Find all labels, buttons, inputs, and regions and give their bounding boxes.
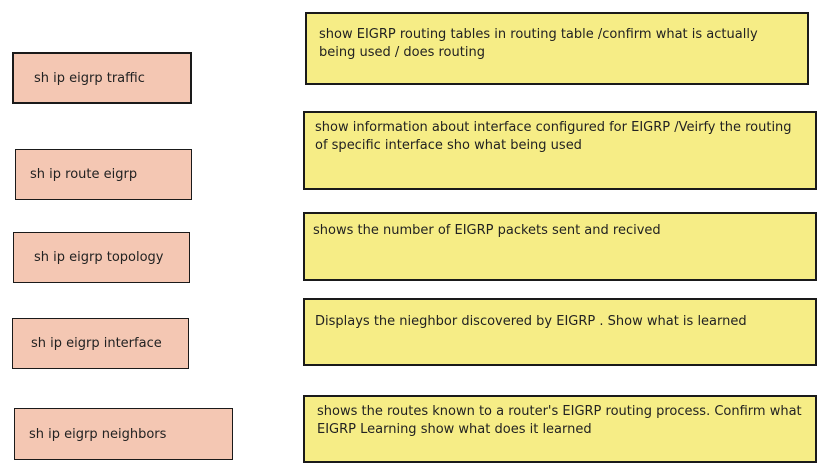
description-text: show EIGRP routing tables in routing tab…	[319, 27, 758, 60]
command-box-eigrp-traffic[interactable]: sh ip eigrp traffic	[12, 52, 192, 104]
description-text: shows the number of EIGRP packets sent a…	[313, 223, 661, 238]
description-box-routing-tables[interactable]: show EIGRP routing tables in routing tab…	[305, 12, 809, 85]
description-text: Displays the nieghbor discovered by EIGR…	[315, 314, 747, 329]
command-label: sh ip eigrp topology	[34, 250, 164, 265]
command-label: sh ip eigrp interface	[31, 336, 162, 351]
command-box-eigrp-topology[interactable]: sh ip eigrp topology	[13, 232, 190, 283]
command-label: sh ip eigrp traffic	[34, 70, 145, 86]
command-box-eigrp-neighbors[interactable]: sh ip eigrp neighbors	[14, 408, 233, 460]
command-box-eigrp-interface[interactable]: sh ip eigrp interface	[12, 318, 189, 369]
command-label: sh ip eigrp neighbors	[29, 426, 167, 442]
description-box-known-routes[interactable]: shows the routes known to a router's EIG…	[303, 395, 817, 463]
description-box-neighbors[interactable]: Displays the nieghbor discovered by EIGR…	[303, 298, 817, 366]
command-box-route-eigrp[interactable]: sh ip route eigrp	[15, 149, 192, 200]
description-text: shows the routes known to a router's EIG…	[317, 404, 802, 437]
command-label: sh ip route eigrp	[30, 167, 138, 182]
description-box-packet-count[interactable]: shows the number of EIGRP packets sent a…	[303, 212, 817, 281]
description-text: show information about interface configu…	[315, 120, 792, 153]
description-box-interface-info[interactable]: show information about interface configu…	[303, 111, 817, 190]
